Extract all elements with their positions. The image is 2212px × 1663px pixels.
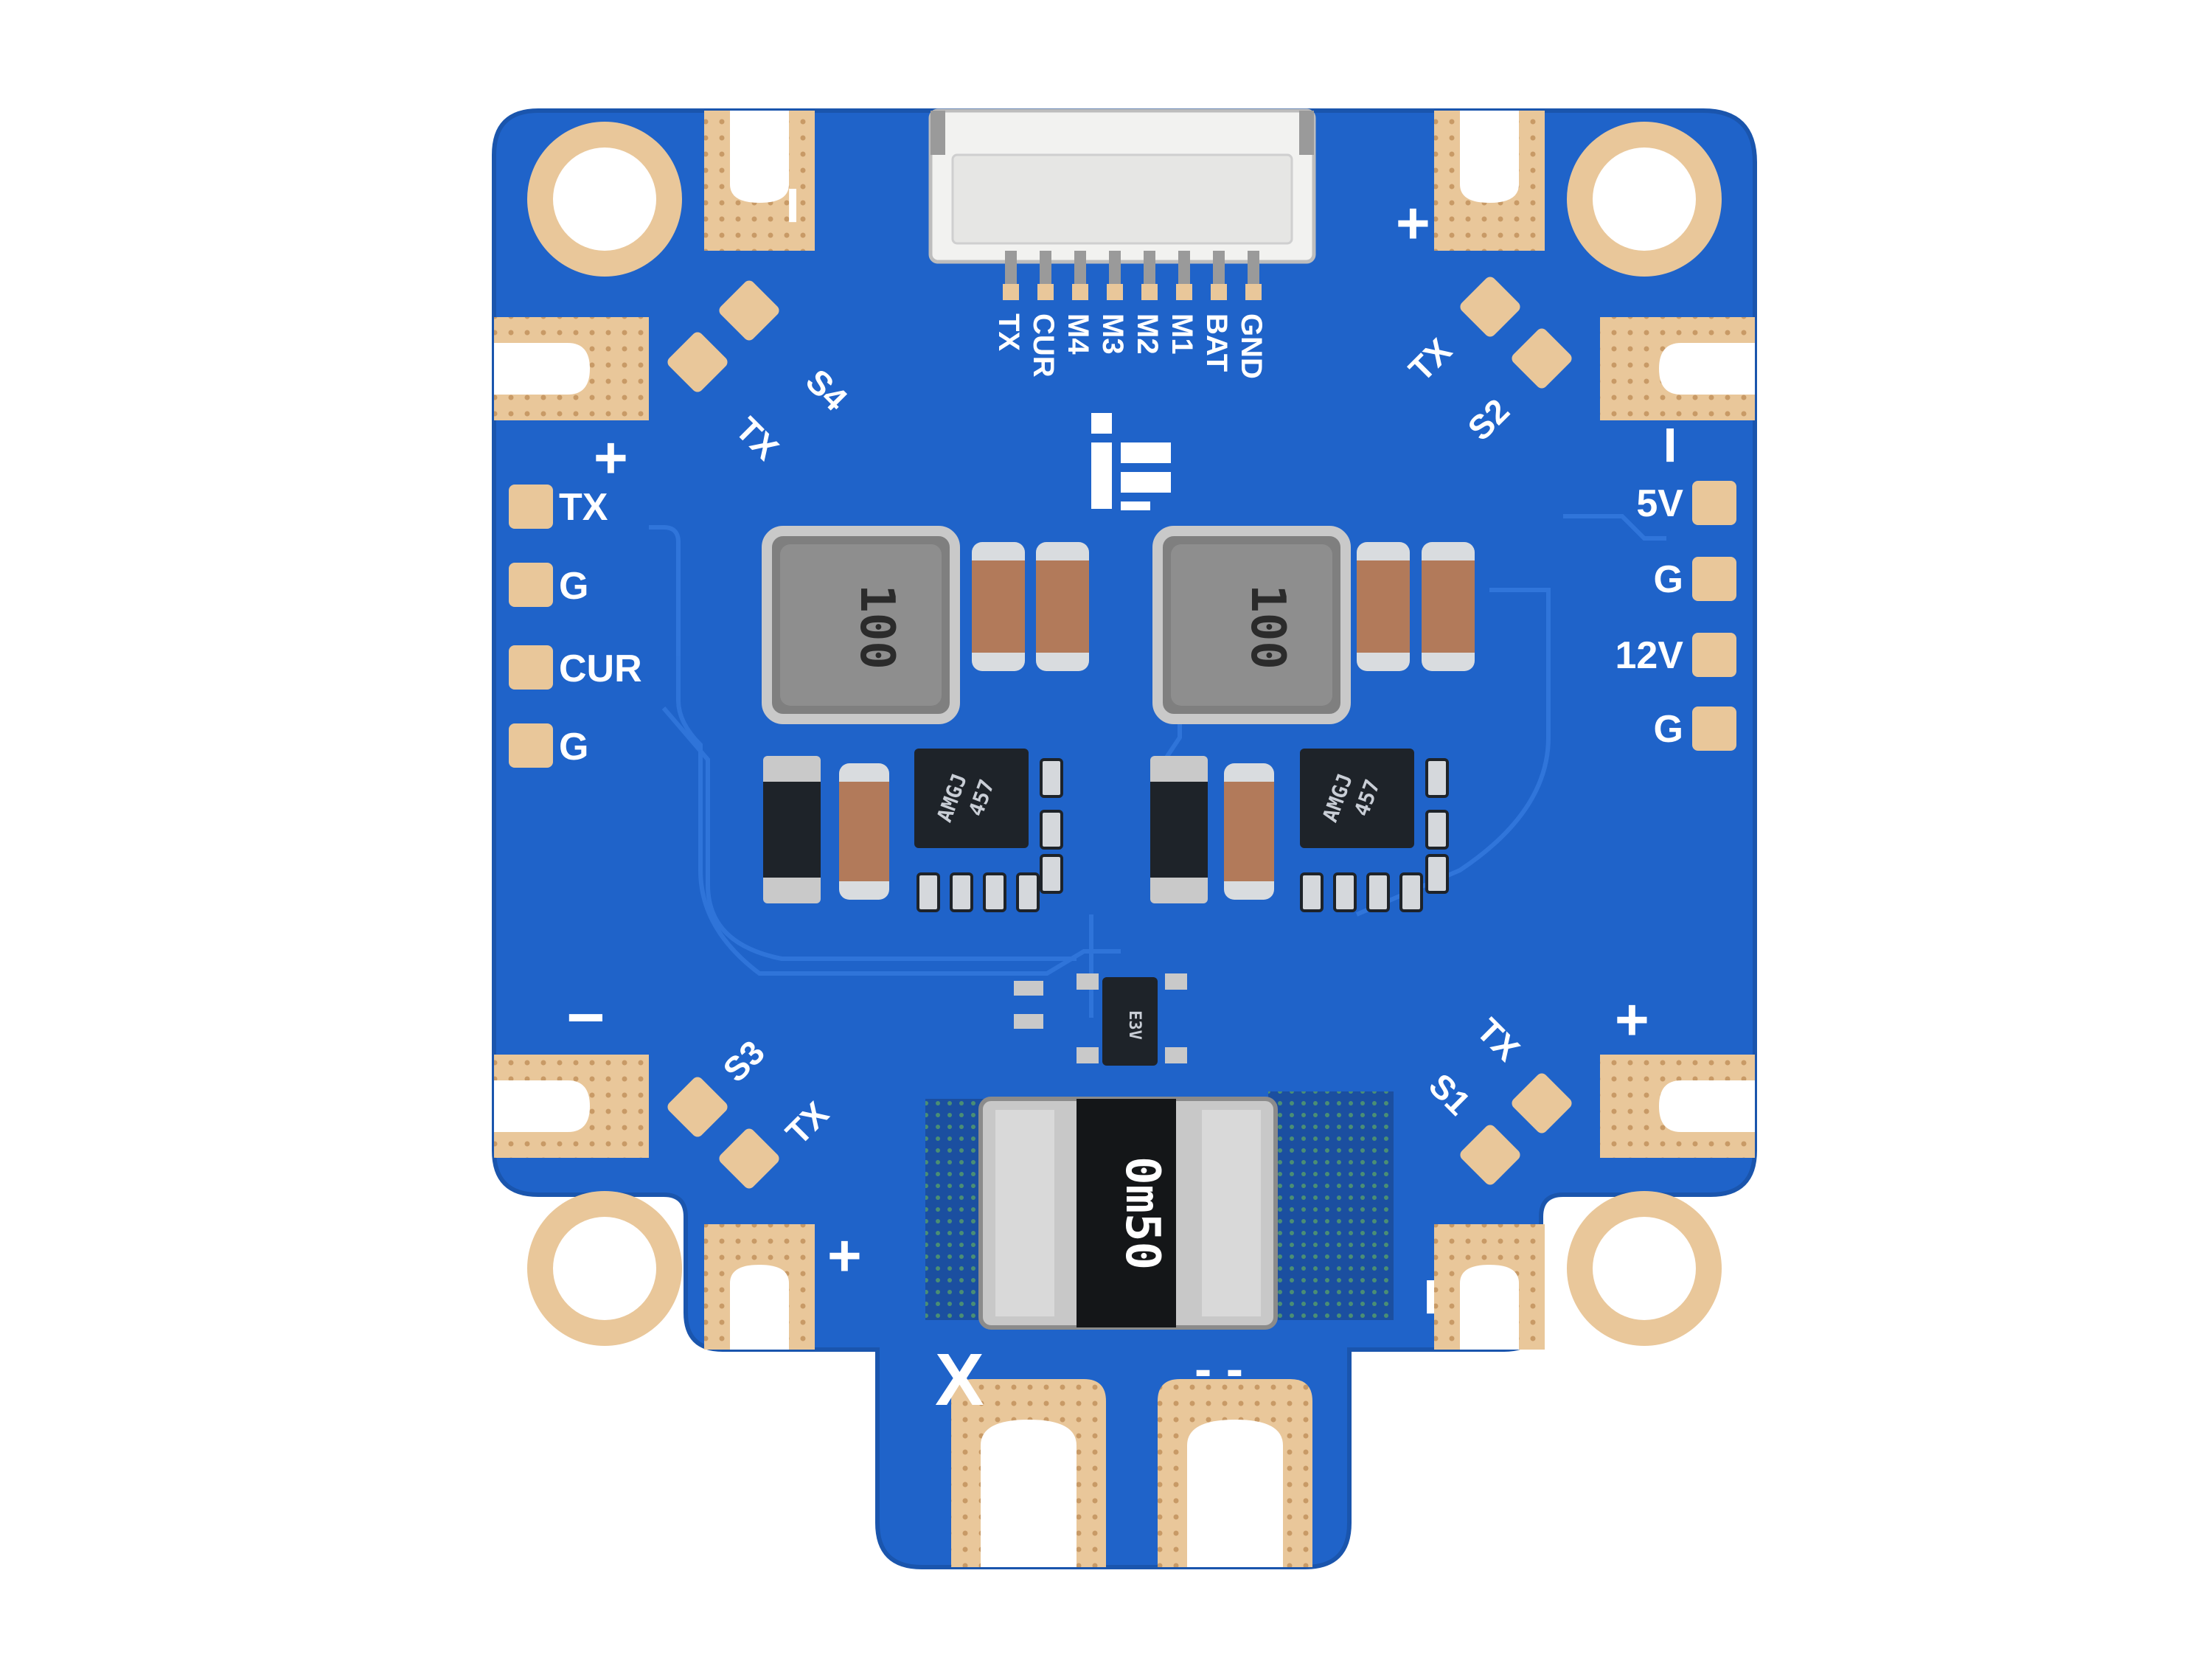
smd-passive xyxy=(1040,758,1063,798)
smd-passive xyxy=(983,872,1006,912)
mark-bottom-left-plus: + xyxy=(827,1223,862,1288)
smd-passive xyxy=(1040,810,1063,850)
connector-label: M1 xyxy=(1166,313,1198,355)
mark-bottom-right-plus: + xyxy=(1615,987,1649,1052)
connector-label: CUR xyxy=(1027,313,1060,378)
connector-label: GND xyxy=(1235,313,1267,379)
right-pad-label-g1: G xyxy=(1654,558,1683,601)
mounting-holes xyxy=(527,122,1722,1346)
via-field-right xyxy=(1268,1091,1394,1320)
connector-pin-pad xyxy=(1245,284,1262,300)
mark-bottom-right-minus: − xyxy=(1394,1277,1467,1316)
esc-power-pads xyxy=(494,111,1755,1350)
connector-pin-pad xyxy=(1211,284,1227,300)
connector-label: M3 xyxy=(1096,313,1129,355)
smd-passive xyxy=(1016,872,1040,912)
connector-label: BAT xyxy=(1200,313,1233,372)
connector-pin-pad xyxy=(1003,284,1019,300)
mark-top-right-plus: + xyxy=(1396,190,1430,256)
small-passives xyxy=(917,758,1449,912)
right-pad-label-g2: G xyxy=(1654,708,1683,751)
left-pad-label-tx: TX xyxy=(559,486,608,529)
sensor-chip-marking: E3V xyxy=(1125,1010,1144,1040)
connector-pin-pad xyxy=(1072,284,1088,300)
right-pads xyxy=(1692,481,1736,751)
inductor-right-marking: 100 xyxy=(1240,584,1295,670)
smd-passive xyxy=(1333,872,1357,912)
smd-passive xyxy=(1300,872,1324,912)
connector-pin-pad xyxy=(1107,284,1123,300)
right-pad-label-5v: 5V xyxy=(1636,482,1683,525)
inductor-left-marking: 100 xyxy=(849,584,904,670)
smd-passive xyxy=(950,872,973,912)
right-pad-label-12v: 12V xyxy=(1615,634,1683,677)
regulator-chips xyxy=(914,749,1414,848)
connector-pins xyxy=(1003,251,1262,300)
connector-label: M4 xyxy=(1062,313,1094,355)
mark-top-left-minus: − xyxy=(756,186,830,225)
signal-pads xyxy=(667,277,1572,1189)
inductor-right xyxy=(1152,526,1351,724)
inductor-left xyxy=(762,526,960,724)
left-pad-label-cur: CUR xyxy=(559,648,642,690)
connector-label: M2 xyxy=(1131,313,1164,355)
smd-passive xyxy=(917,872,940,912)
smd-passive xyxy=(1425,758,1449,798)
smd-passive xyxy=(1425,854,1449,894)
mark-bottom-left-minus: − xyxy=(566,981,605,1055)
connector xyxy=(928,108,1316,264)
battery-pads xyxy=(951,1379,1312,1567)
shunt-resistor xyxy=(978,1097,1278,1330)
shunt-marking: 0m50 xyxy=(1115,1156,1169,1270)
connector-pin-pad xyxy=(1141,284,1158,300)
smd-passive xyxy=(1399,872,1423,912)
smd-passive xyxy=(1366,872,1390,912)
smd-passive xyxy=(1425,810,1449,850)
mark-battery-dash: - - xyxy=(1194,1340,1243,1398)
mark-right-minus: − xyxy=(1633,426,1707,465)
mark-battery-negative: X xyxy=(935,1339,984,1421)
diodes xyxy=(763,756,1208,903)
smd-passive xyxy=(1040,854,1063,894)
left-pads xyxy=(509,485,553,768)
sensor-chip xyxy=(1014,973,1187,1066)
left-pad-label-g2: G xyxy=(559,726,588,768)
mark-left-plus: + xyxy=(594,425,628,490)
connector-label: TX xyxy=(992,313,1025,351)
left-pad-label-g1: G xyxy=(559,565,588,608)
connector-pin-pad xyxy=(1037,284,1054,300)
logo xyxy=(1091,413,1171,510)
connector-pin-pad xyxy=(1176,284,1192,300)
capacitors xyxy=(839,542,1475,900)
